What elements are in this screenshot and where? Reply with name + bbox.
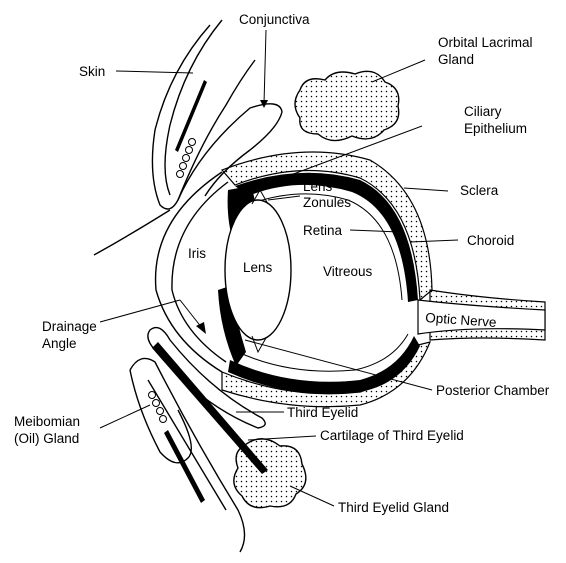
label-drainage-2: Angle — [42, 336, 77, 351]
leader-conjunctiva — [264, 30, 266, 104]
label-ciliary-1: Ciliary — [464, 104, 502, 119]
label-lens-zonules-1: Lens — [303, 179, 333, 194]
leader-zonules — [268, 196, 300, 200]
label-cartilage: Cartilage of Third Eyelid — [320, 428, 464, 443]
arrow-drainage — [196, 322, 206, 334]
label-lens-zonules-2: Zonules — [303, 195, 351, 210]
label-conjunctiva: Conjunctiva — [239, 12, 310, 27]
leader-skin — [116, 71, 193, 73]
leader-meibomian — [100, 405, 150, 428]
label-sclera: Sclera — [460, 183, 499, 198]
third-eyelid-gland-shape — [234, 439, 306, 508]
label-drainage-1: Drainage — [42, 319, 97, 334]
label-orbital-lacrimal-1: Orbital Lacrimal — [438, 35, 533, 50]
label-ciliary-2: Epithelium — [464, 121, 527, 136]
leader-drainage-2 — [180, 300, 202, 328]
label-third-eyelid: Third Eyelid — [287, 405, 358, 420]
label-third-eyelid-gland: Third Eyelid Gland — [338, 500, 449, 515]
leader-lacrimal — [372, 60, 425, 82]
label-meibomian-2: (Oil) Gland — [14, 431, 79, 446]
label-meibomian-1: Meibomian — [14, 414, 80, 429]
leader-cartilage — [248, 436, 316, 440]
label-skin: Skin — [79, 64, 105, 79]
leader-gland — [290, 486, 334, 506]
label-iris: Iris — [188, 246, 206, 261]
label-lens: Lens — [243, 260, 273, 275]
label-orbital-lacrimal-2: Gland — [438, 52, 474, 67]
cornea-outer — [156, 172, 222, 372]
leader-sclera — [404, 188, 448, 191]
label-posterior-chamber: Posterior Chamber — [436, 383, 550, 398]
upper-lid-fold — [94, 210, 170, 255]
lower-lid-inner — [148, 380, 226, 510]
label-retina: Retina — [303, 223, 343, 238]
label-vitreous: Vitreous — [323, 264, 373, 279]
orbital-lacrimal-gland-shape — [295, 71, 399, 140]
label-choroid: Choroid — [467, 233, 514, 248]
